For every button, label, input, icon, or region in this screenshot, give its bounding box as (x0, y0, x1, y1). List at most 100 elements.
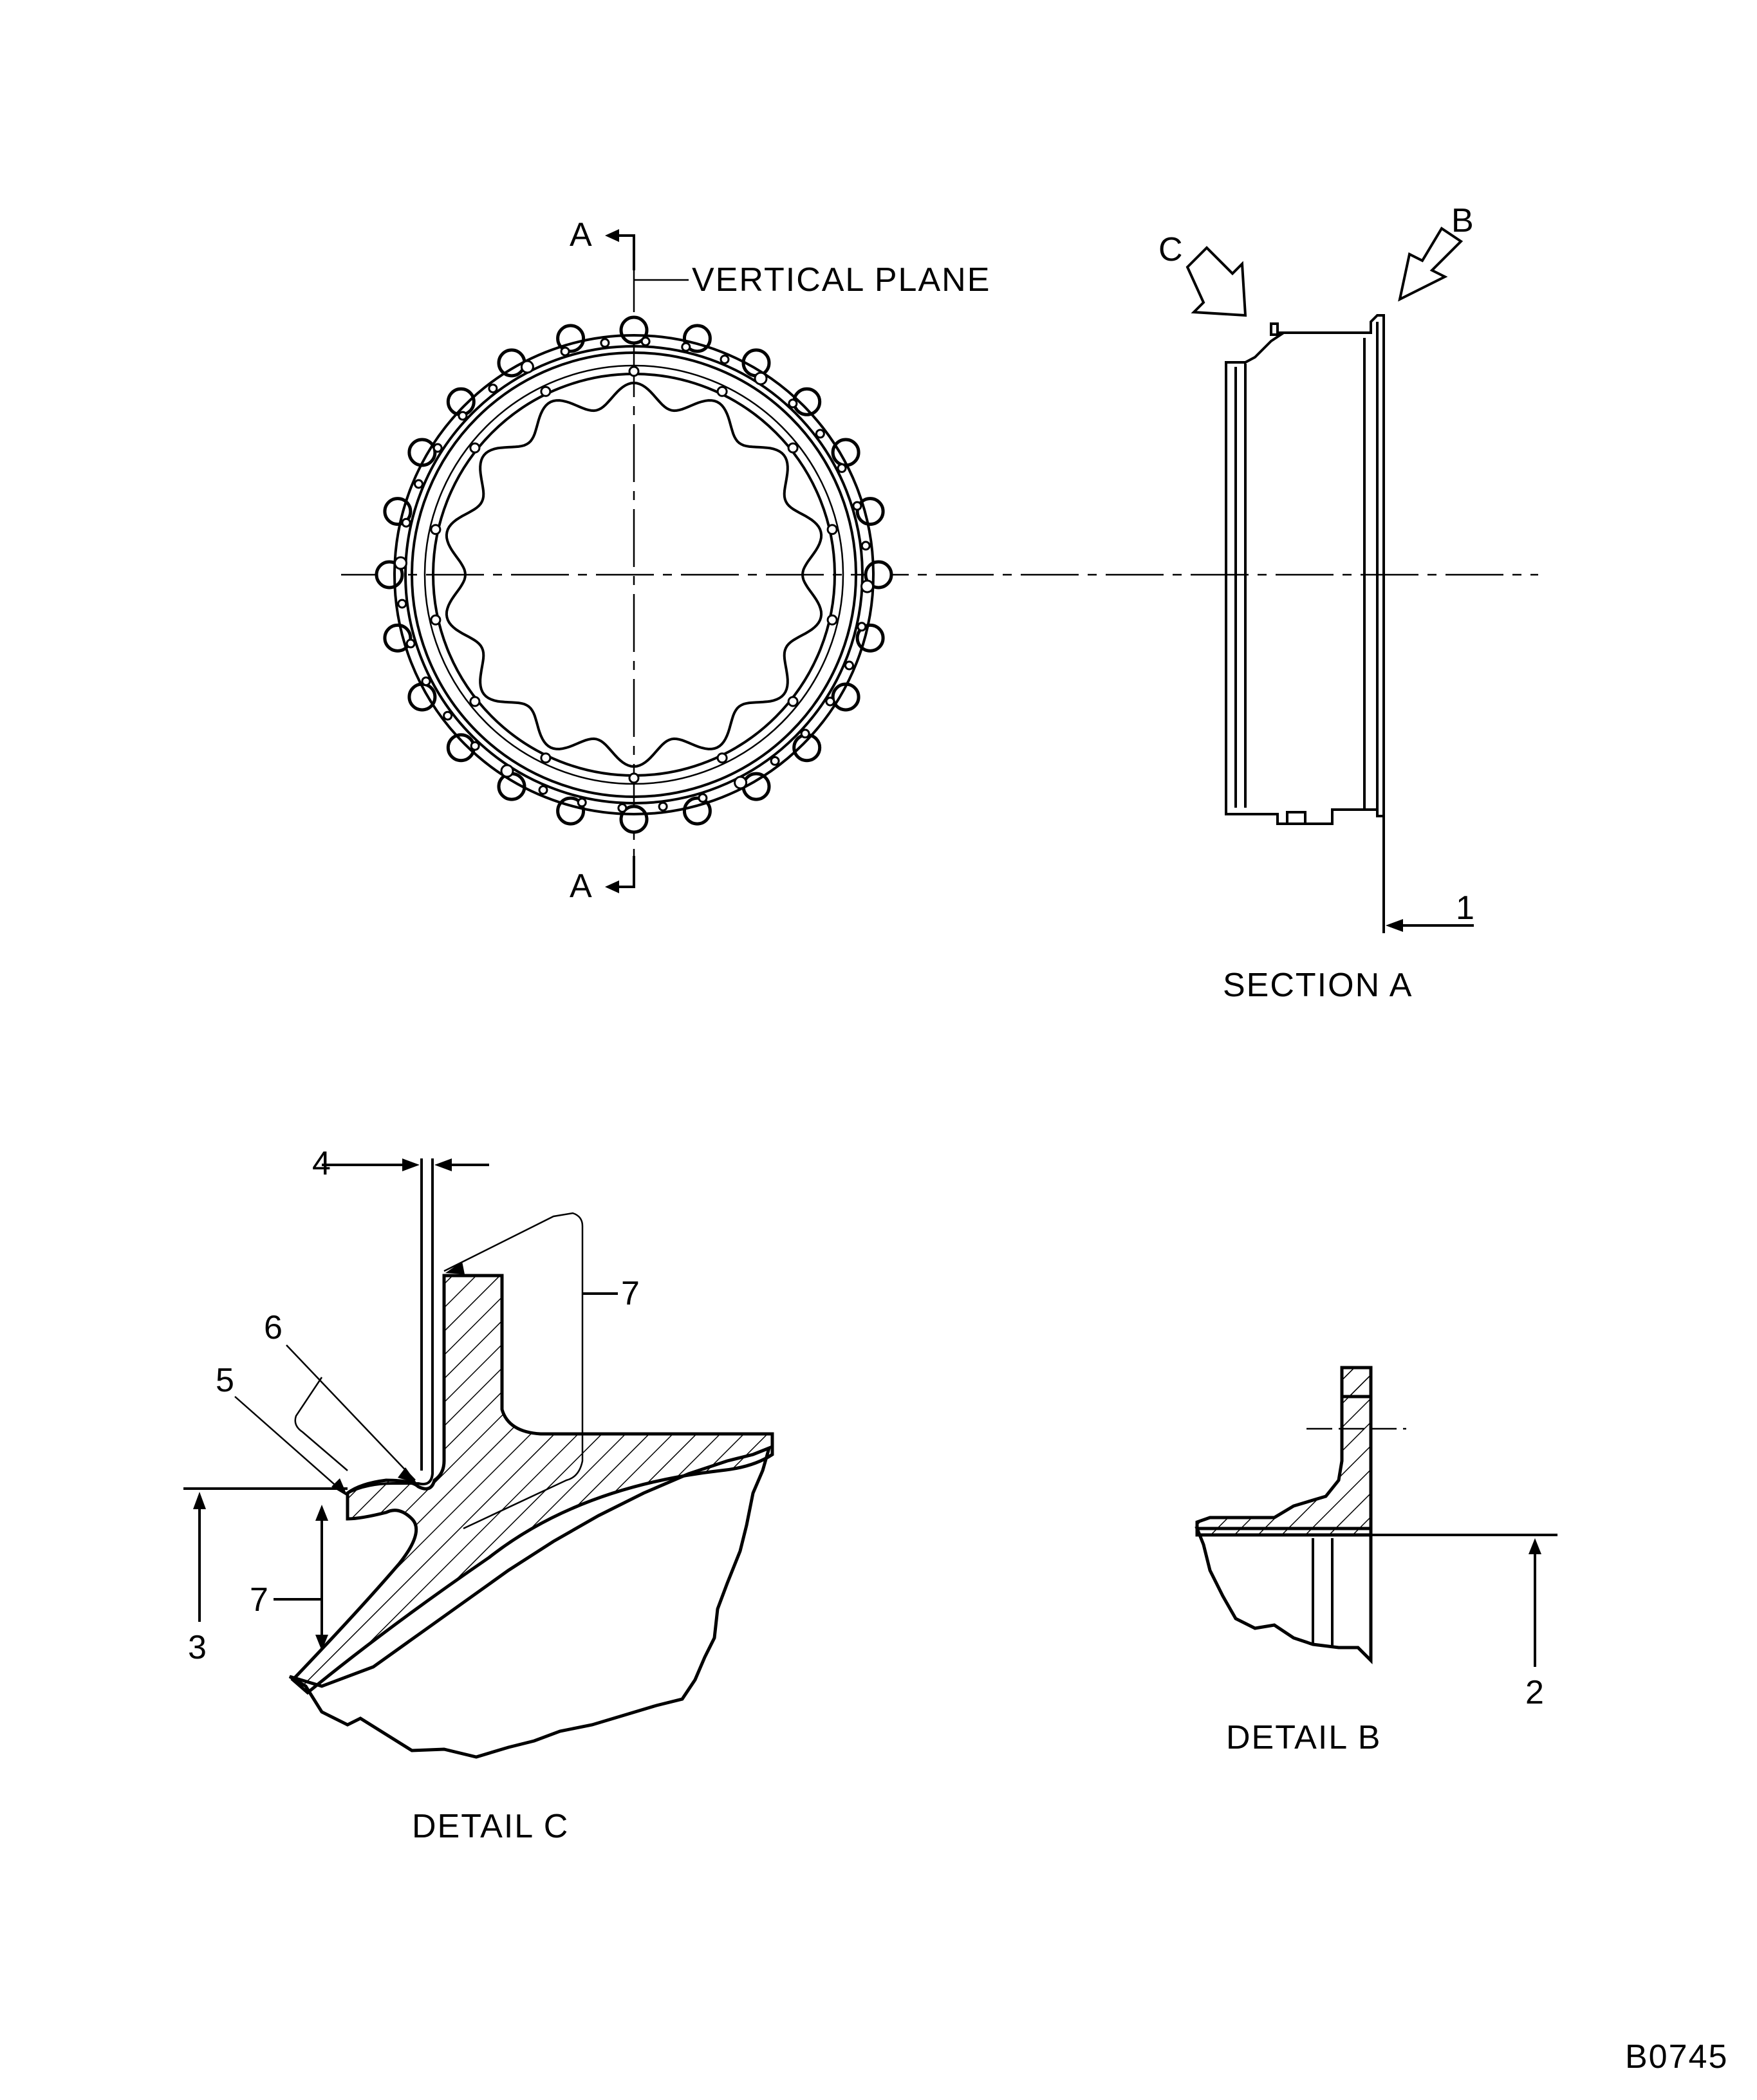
inner-bolt-hole (716, 752, 728, 764)
arrowhead (315, 1505, 328, 1521)
inner-bolt-hole (787, 696, 799, 707)
callout-5: 5 (216, 1362, 236, 1399)
bolt-hole (500, 764, 514, 778)
bolt-hole (520, 360, 534, 374)
bolt-hole (397, 599, 407, 609)
arrowhead (398, 1467, 417, 1483)
bolt-hole (837, 463, 847, 473)
inner-bolt-hole (628, 366, 640, 377)
outer-flange-edge (393, 334, 875, 815)
detail-b: 2 DETAIL B (1195, 1366, 1557, 1756)
inner-bolt-hole (716, 386, 728, 397)
bolt-hole (815, 429, 825, 439)
callout-6: 6 (264, 1309, 284, 1346)
arrowhead (402, 1158, 420, 1171)
detail-c-title: DETAIL C (412, 1808, 569, 1845)
bolt-hole (470, 741, 480, 751)
arrowhead (315, 1635, 328, 1651)
inner-bolt-hole (628, 772, 640, 784)
bolt-hole (852, 501, 862, 511)
inner-bolt-hole (787, 442, 799, 454)
bolt-hole (658, 801, 668, 812)
arrowhead (193, 1492, 206, 1509)
bolt-hole (401, 517, 411, 528)
bolt-hole (720, 355, 730, 364)
section-a-detail-notch (1286, 811, 1306, 825)
bolt-circle-ring (404, 345, 864, 804)
inner-bolt-hole (826, 614, 838, 626)
bolt-hole (405, 638, 416, 649)
callout-6-leader (286, 1344, 416, 1481)
arrowhead (605, 229, 619, 242)
inner-bolt-hole (469, 442, 481, 454)
callout-1: 1 (1456, 889, 1476, 927)
bolt-hole (560, 346, 570, 357)
front-view-ring: A A VERTICAL PLANE (341, 216, 1538, 905)
bolt-hole (681, 342, 691, 352)
bolt-hole (443, 711, 453, 721)
section-a-outline (1225, 314, 1385, 825)
bolt-hole (860, 579, 874, 593)
callout-3: 3 (188, 1629, 208, 1666)
bolt-hole (538, 785, 548, 795)
inner-scalloped-bore (445, 381, 823, 768)
section-a-side-view: 1 SECTION A C B (1158, 202, 1476, 1004)
bolt-hole (421, 676, 431, 687)
bolt-hole (788, 398, 798, 409)
bolt-hole (857, 622, 867, 632)
detail-b-base-material (1195, 1527, 1373, 1665)
detail-c: 4 7 6 5 3 7 DETAIL C (183, 1145, 774, 1845)
bolt-hole (394, 556, 407, 570)
inner-bolt-hole (540, 752, 552, 764)
view-label-b: B (1451, 202, 1475, 239)
bolt-hole (754, 371, 768, 386)
detail-c-hatched-section (290, 1274, 774, 1695)
detail-b-flange-tip (1340, 1366, 1373, 1398)
arrowhead (445, 1261, 465, 1274)
bolt-holes-outer (394, 337, 874, 813)
bolt-hole (698, 793, 708, 803)
callout-4: 4 (312, 1145, 332, 1182)
bolt-hole (577, 797, 587, 808)
inner-ring-edge-1 (411, 351, 857, 798)
bolt-holes-inner (430, 366, 838, 784)
section-cut-arrow-top (615, 234, 635, 270)
view-label-c: C (1158, 231, 1184, 268)
bolt-hole (458, 411, 468, 421)
inner-bolt-hole (826, 524, 838, 535)
bolt-hole (432, 443, 443, 453)
inner-ring-edge-2 (423, 364, 844, 785)
bolt-hole (770, 756, 780, 766)
callout-2: 2 (1525, 1674, 1545, 1711)
bolt-hole (414, 479, 423, 489)
bolt-hole (600, 338, 610, 348)
callout-7-upper-envelope (443, 1212, 584, 1530)
arrowhead (1386, 919, 1403, 932)
bolt-hole (844, 660, 854, 671)
view-arrow-b (1398, 227, 1464, 302)
inner-bolt-hole (540, 386, 552, 397)
inner-bolt-hole (469, 696, 481, 707)
view-arrow-c (1185, 246, 1247, 317)
bolt-hole (640, 337, 651, 346)
section-a-title: SECTION A (1223, 967, 1413, 1004)
section-cut-label-top: A (570, 216, 593, 254)
bolt-hole (860, 541, 871, 551)
figure-id: B0745 (1625, 2038, 1728, 2076)
callout-7-upper: 7 (621, 1275, 641, 1312)
section-cut-label-bottom: A (570, 868, 593, 905)
callout-5-leader (234, 1396, 345, 1494)
section-cut-arrow-bottom (615, 856, 635, 888)
vertical-plane-label: VERTICAL PLANE (692, 261, 990, 299)
detail-c-groove-edge (347, 1158, 434, 1494)
inner-bolt-hole (430, 614, 442, 626)
arrowhead (605, 880, 619, 893)
bolt-hole (800, 729, 810, 739)
bolt-hole (825, 696, 835, 707)
inner-bolt-hole (430, 524, 442, 535)
detail-c-base-material (288, 1445, 772, 1759)
bolt-hole (734, 776, 748, 790)
detail-b-title: DETAIL B (1226, 1719, 1381, 1756)
arrowhead (1529, 1538, 1541, 1554)
